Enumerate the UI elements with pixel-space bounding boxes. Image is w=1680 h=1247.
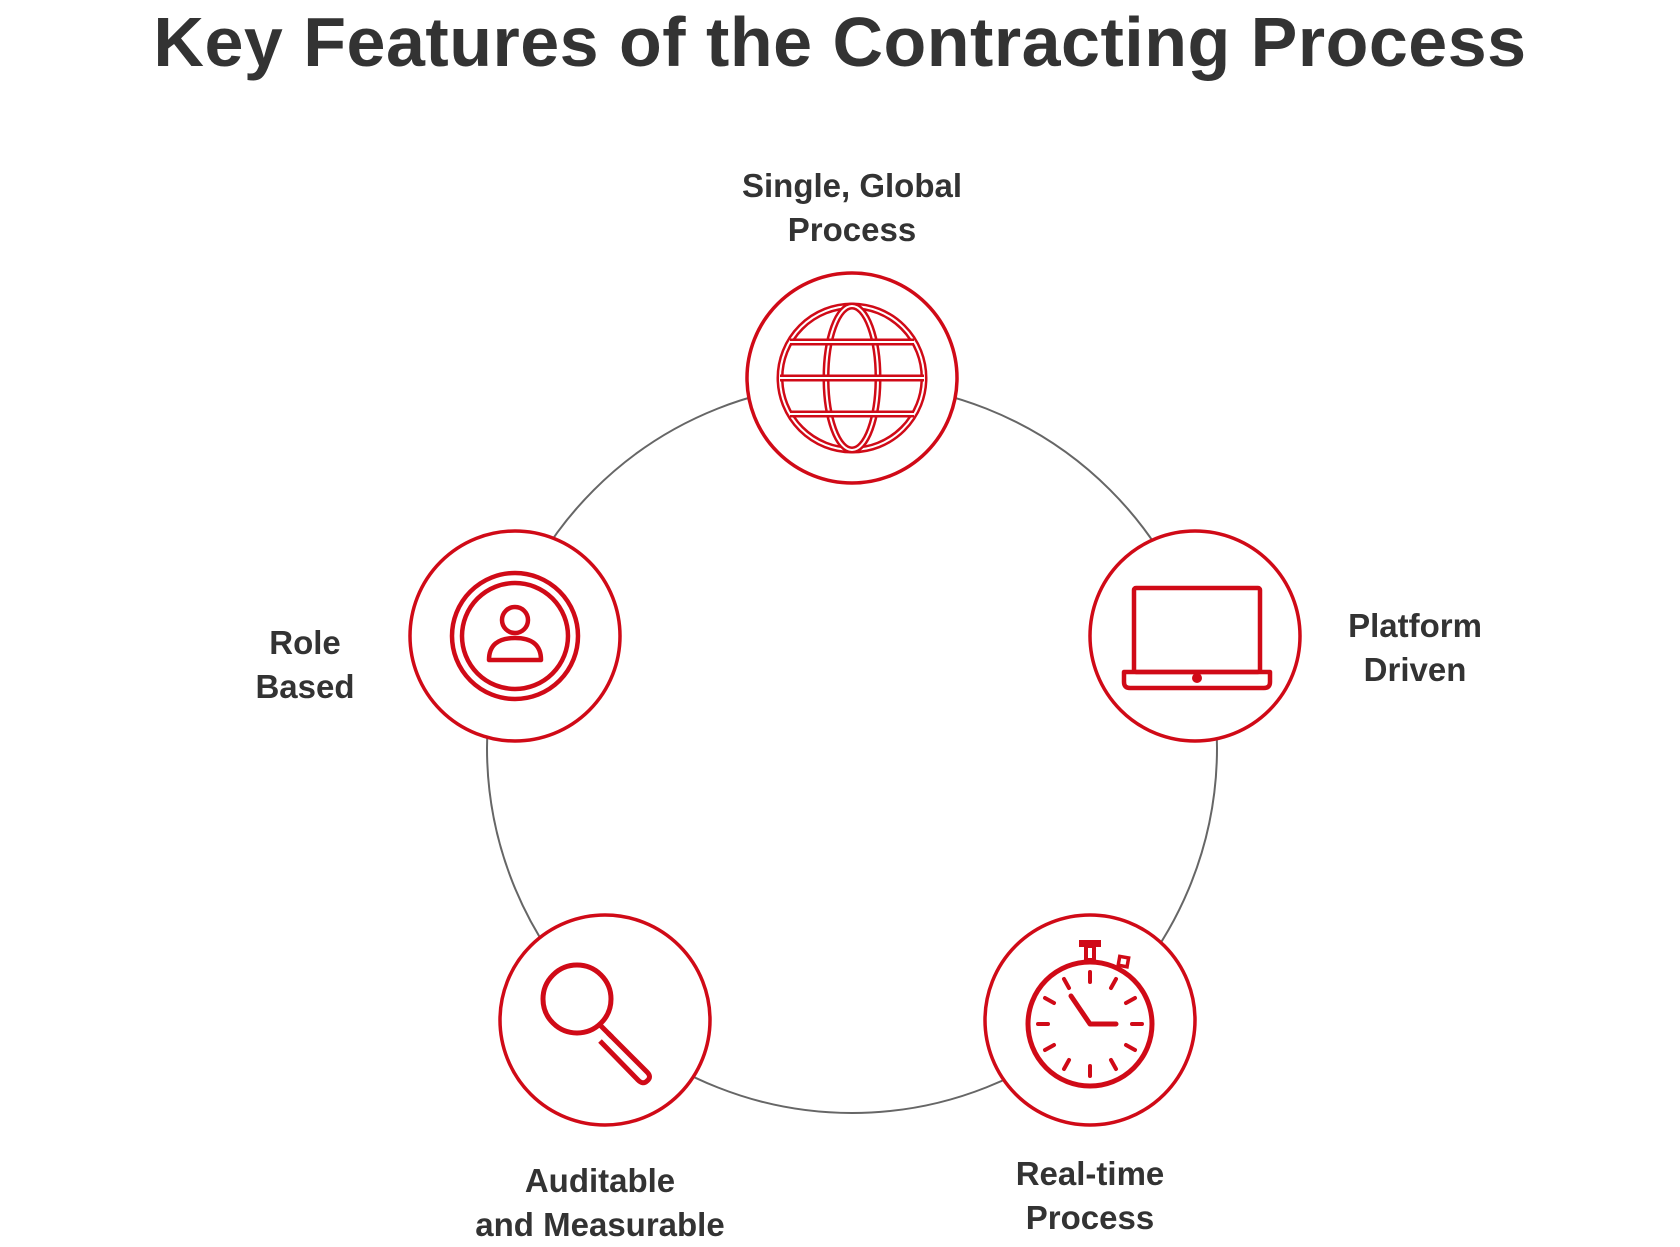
magnifier-icon	[540, 962, 652, 1086]
laptop-icon	[1121, 585, 1273, 691]
node-role	[408, 529, 622, 743]
globe-icon	[776, 302, 928, 454]
node-realtime-label: Real-time Process	[1015, 1155, 1165, 1236]
node-global-label: Single, Global Process	[741, 167, 963, 248]
node-platform-circle	[1088, 529, 1302, 743]
node-realtime	[983, 913, 1197, 1127]
page-title: Key Features of the Contracting Process	[153, 3, 1527, 81]
node-global	[745, 271, 959, 485]
stopwatch-icon	[1025, 940, 1155, 1089]
node-platform-label: Platform Driven	[1348, 607, 1482, 688]
node-role-label: Role Based	[255, 624, 355, 705]
node-audit	[498, 913, 712, 1127]
node-audit-label: Auditable and Measurable	[475, 1162, 725, 1243]
node-platform	[1088, 529, 1302, 743]
user-icon	[449, 570, 581, 702]
